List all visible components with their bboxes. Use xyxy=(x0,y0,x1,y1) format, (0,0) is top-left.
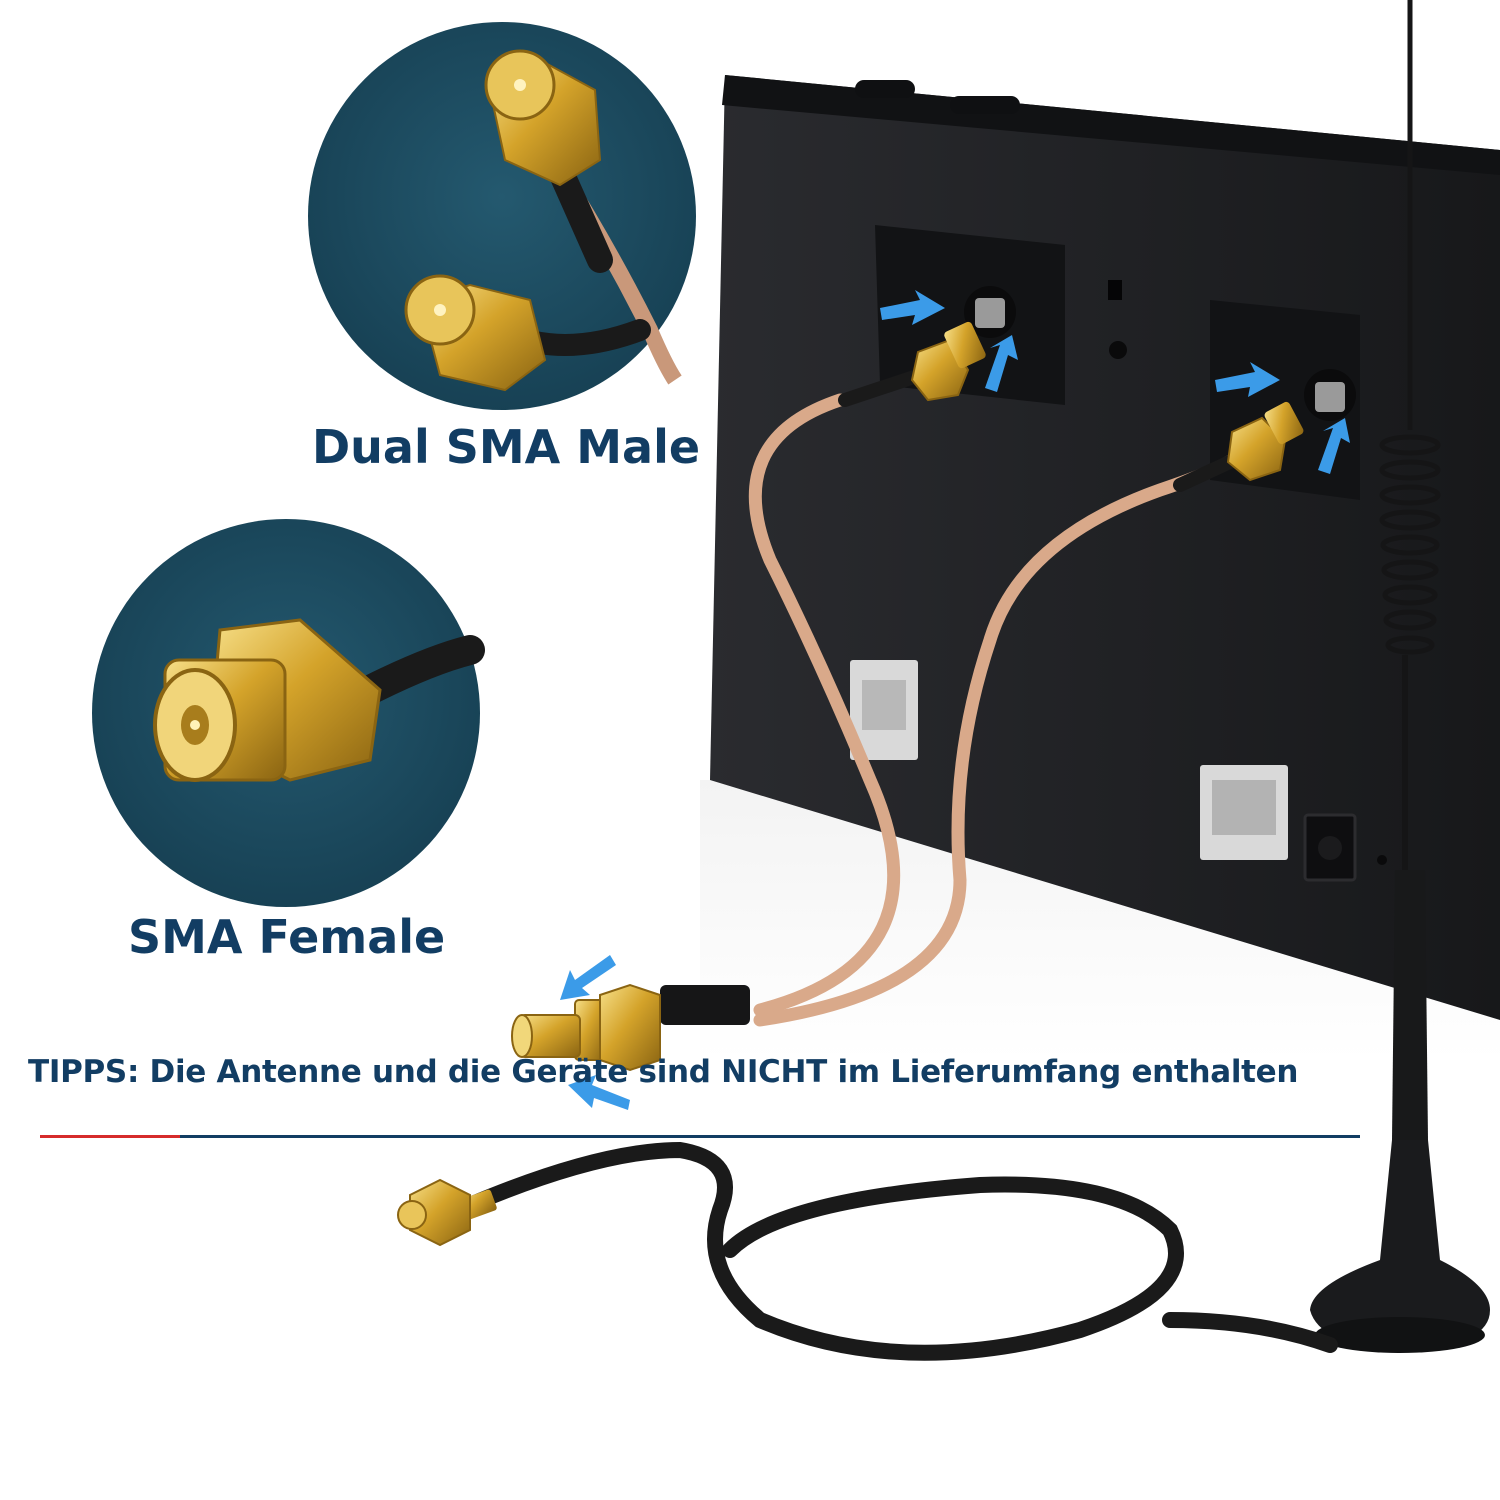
antenna-cable xyxy=(462,1141,1338,1361)
sma-female-label: SMA Female xyxy=(128,910,446,964)
sma-female-connector xyxy=(511,983,750,1072)
y-splitter-cable xyxy=(748,393,1247,1027)
sma-male-connector-router-2 xyxy=(1226,401,1304,482)
sma-male-connector-router-1 xyxy=(910,321,986,402)
dual-sma-male-label: Dual SMA Male xyxy=(312,420,701,474)
arrow-icon xyxy=(560,290,1350,1110)
sma-female-closeup xyxy=(92,519,485,907)
tip-underline xyxy=(40,1135,1360,1138)
dual-sma-male-closeup xyxy=(308,22,696,410)
antenna xyxy=(1310,0,1490,1353)
sma-male-connector-antenna xyxy=(397,1178,497,1247)
tip-underline-accent xyxy=(40,1135,180,1138)
tip-text: TIPPS: Die Antenne und die Geräte sind N… xyxy=(28,1054,1299,1090)
